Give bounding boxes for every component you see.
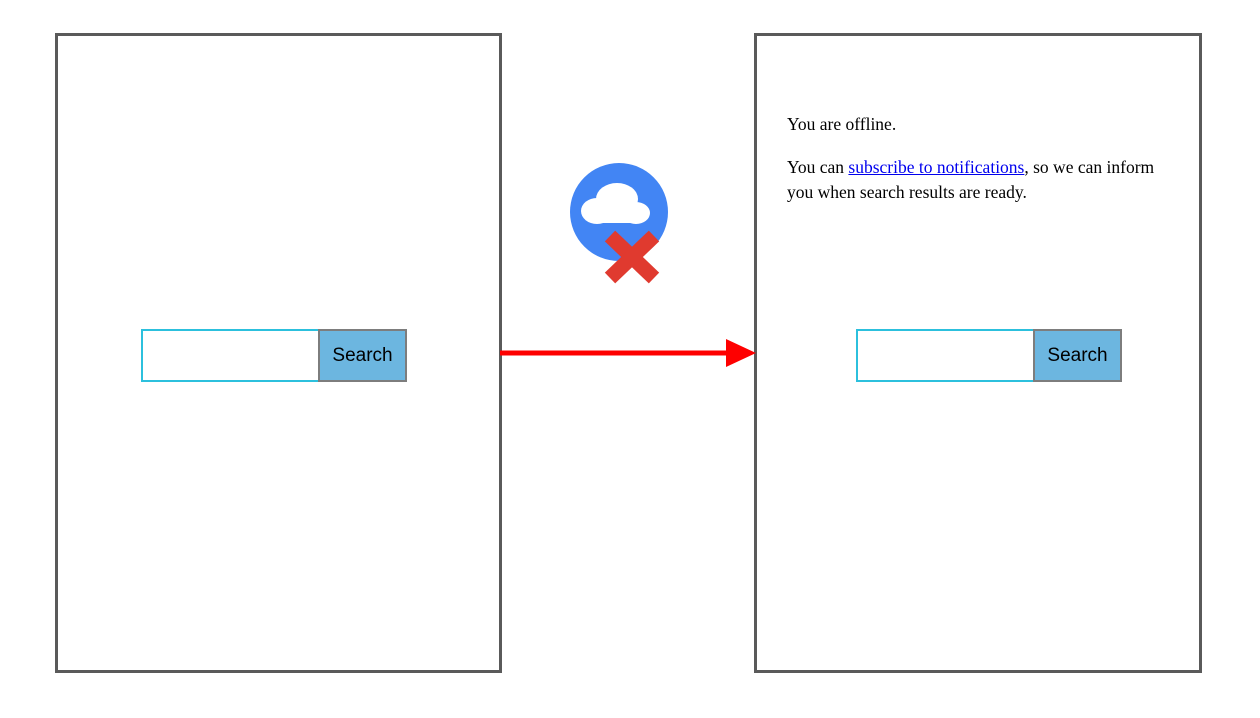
offline-status-text: You are offline. [787,114,897,134]
search-input[interactable] [141,329,318,382]
panel-before-state: Search [55,33,502,673]
search-input[interactable] [856,329,1033,382]
notification-invite-suffix: , so we can inform you when search resul… [787,157,1155,202]
offline-message-block: You are offline. You can subscribe to no… [787,112,1179,205]
transition-arrow-icon [500,339,756,367]
notification-invite-prefix: You can [787,157,849,177]
notification-invite-text: You can subscribe to notifications, so w… [787,155,1179,205]
search-button[interactable]: Search [1033,329,1122,382]
search-widget-before: Search [141,329,407,382]
search-widget-after: Search [856,329,1122,382]
subscribe-to-notifications-link[interactable]: subscribe to notifications [848,157,1025,177]
search-button[interactable]: Search [318,329,407,382]
cloud-offline-icon [570,163,668,284]
panel-after-state: You are offline. You can subscribe to no… [754,33,1202,673]
